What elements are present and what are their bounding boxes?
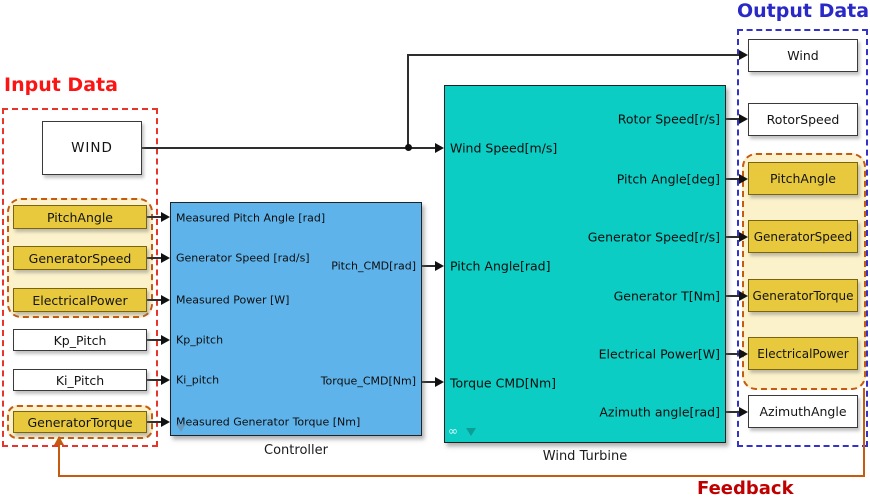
arrowhead-icon xyxy=(739,232,748,242)
controller-port-in: Generator Speed [rad/s] xyxy=(176,251,310,265)
wind-turbine-block[interactable] xyxy=(444,85,726,443)
arrowhead-icon xyxy=(739,349,748,359)
arrowhead-icon xyxy=(435,377,444,387)
wire-wind-branch-vertical xyxy=(407,54,409,148)
feedback-wire-right xyxy=(863,388,865,477)
wire-pitch-cmd xyxy=(422,265,437,267)
input-data-title: Input Data xyxy=(4,74,118,96)
turbine-port-in: Pitch Angle[rad] xyxy=(450,258,551,274)
block-label: GeneratorTorque xyxy=(752,288,854,303)
input-block-generatortorque[interactable]: GeneratorTorque xyxy=(13,411,147,433)
arrowhead-icon xyxy=(435,143,444,153)
block-label: ElectricalPower xyxy=(757,346,849,361)
block-label: PitchAngle xyxy=(769,171,836,186)
block-label: Kp_Pitch xyxy=(53,332,107,348)
turbine-port-out: Electrical Power[W] xyxy=(598,346,720,362)
arrowhead-icon xyxy=(739,291,748,301)
feedback-wire-bottom xyxy=(58,475,865,477)
feedback-title: Feedback xyxy=(697,478,794,497)
input-data-region xyxy=(2,108,158,447)
wire-generator-torque-out xyxy=(726,295,740,297)
controller-badge-download-icon xyxy=(176,424,186,432)
turbine-port-out: Azimuth angle[rad] xyxy=(599,404,720,420)
feedback-wire-left xyxy=(58,444,60,477)
wire-generator-speed-out xyxy=(726,236,740,238)
input-block-pitchangle[interactable]: PitchAngle xyxy=(13,205,147,229)
block-label: ElectricalPower xyxy=(32,292,128,308)
wire-rotor-speed-out xyxy=(726,118,740,120)
arrowhead-icon xyxy=(161,295,170,305)
block-label: RotorSpeed xyxy=(766,112,840,127)
controller-port-out: Torque_CMD[Nm] xyxy=(320,374,416,388)
block-label: PitchAngle xyxy=(46,209,113,225)
wire-kp-in xyxy=(147,339,163,341)
controller-block[interactable] xyxy=(170,202,422,436)
input-block-electricalpower[interactable]: ElectricalPower xyxy=(13,288,147,312)
wire-wind-to-turbine xyxy=(142,147,438,149)
input-block-generatorspeed[interactable]: GeneratorSpeed xyxy=(13,246,147,270)
turbine-port-in: Wind Speed[m/s] xyxy=(450,140,558,156)
output-block-pitchangle[interactable]: PitchAngle xyxy=(748,162,858,195)
controller-port-in: Kp_pitch xyxy=(176,333,224,347)
wire-electricalpower-in xyxy=(147,299,163,301)
turbine-port-in: Torque CMD[Nm] xyxy=(450,375,557,391)
block-label: GeneratorSpeed xyxy=(753,229,853,244)
arrowhead-icon xyxy=(161,253,170,263)
arrowhead-icon xyxy=(739,174,748,184)
wire-ki-in xyxy=(147,379,163,381)
arrowhead-icon xyxy=(739,407,748,417)
arrowhead-icon xyxy=(161,375,170,385)
input-block-ki-pitch[interactable]: Ki_Pitch xyxy=(13,369,147,391)
block-label: AzimuthAngle xyxy=(759,404,847,419)
arrowhead-icon xyxy=(161,417,170,427)
wire-torque-cmd xyxy=(422,381,437,383)
turbine-port-out: Rotor Speed[r/s] xyxy=(617,111,720,127)
controller-port-in: Ki_pitch xyxy=(176,373,220,387)
block-label: WIND xyxy=(71,140,113,156)
output-block-rotorspeed[interactable]: RotorSpeed xyxy=(748,103,858,136)
block-label: Wind xyxy=(787,48,819,63)
block-label: Ki_Pitch xyxy=(55,372,105,388)
wire-generatortorque-in xyxy=(147,421,163,423)
controller-caption: Controller xyxy=(264,443,328,458)
turbine-port-out: Pitch Angle[deg] xyxy=(616,171,720,187)
controller-port-in: Measured Generator Torque [Nm] xyxy=(176,415,361,429)
arrowhead-icon xyxy=(739,114,748,124)
wire-junction-dot xyxy=(405,144,412,151)
output-data-region xyxy=(737,29,868,447)
wire-pitch-angle-out xyxy=(726,178,740,180)
controller-port-in: Measured Power [W] xyxy=(176,293,290,307)
turbine-port-out: Generator Speed[r/s] xyxy=(587,229,720,245)
wind-turbine-caption: Wind Turbine xyxy=(542,449,628,464)
wire-generatorspeed-in xyxy=(147,257,163,259)
wire-azimuth-out xyxy=(726,411,740,413)
controller-port-in: Measured Pitch Angle [rad] xyxy=(176,211,326,225)
turbine-badge-download-icon xyxy=(466,428,476,436)
arrowhead-icon xyxy=(161,212,170,222)
output-data-title: Output Data xyxy=(737,0,870,22)
turbine-badge-link-icon: ∞ xyxy=(448,424,458,438)
output-block-generatortorque[interactable]: GeneratorTorque xyxy=(748,279,858,312)
arrowhead-icon xyxy=(161,335,170,345)
output-block-azimuthangle[interactable]: AzimuthAngle xyxy=(748,395,858,428)
block-label: GeneratorTorque xyxy=(27,414,133,430)
output-block-electricalpower[interactable]: ElectricalPower xyxy=(748,337,858,370)
wire-wind-branch-top xyxy=(407,54,740,56)
wire-pitchangle-in xyxy=(147,216,163,218)
block-label: GeneratorSpeed xyxy=(28,250,132,266)
wire-electrical-power-out xyxy=(726,353,740,355)
controller-port-out: Pitch_CMD[rad] xyxy=(331,259,416,273)
input-block-wind[interactable]: WIND xyxy=(42,121,142,175)
arrowhead-icon xyxy=(435,261,444,271)
arrowhead-icon xyxy=(739,50,748,60)
output-block-wind[interactable]: Wind xyxy=(748,39,858,72)
feedback-arrowhead-icon xyxy=(54,436,64,445)
input-block-kp-pitch[interactable]: Kp_Pitch xyxy=(13,329,147,351)
output-block-generatorspeed[interactable]: GeneratorSpeed xyxy=(748,220,858,253)
turbine-port-out: Generator T[Nm] xyxy=(613,288,720,304)
